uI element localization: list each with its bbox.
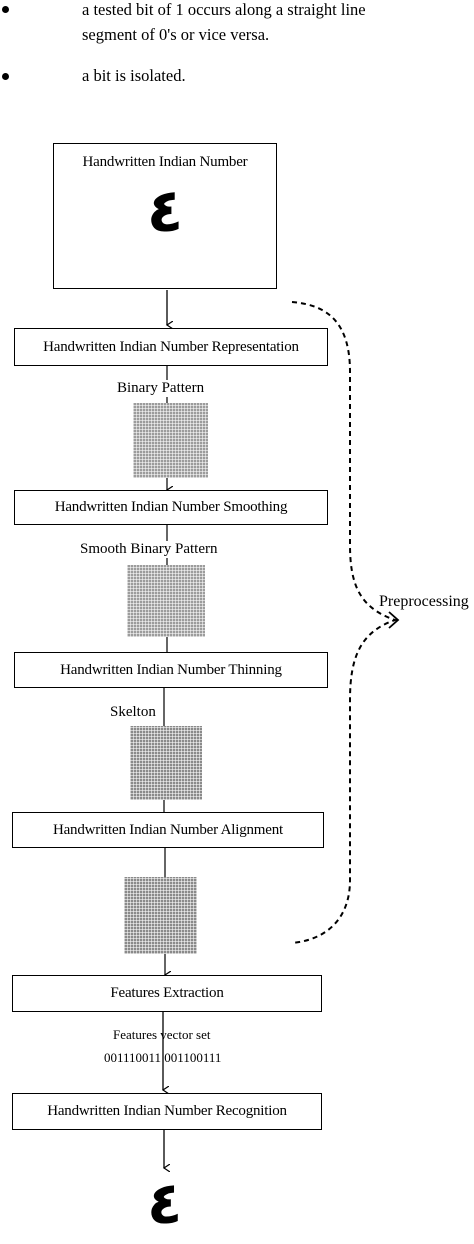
preprocessing-brace — [291, 301, 399, 944]
output-recognized-digit-glyph: ٤ — [147, 1169, 183, 1237]
bullet-2-line-1: a bit is isolated. — [82, 66, 186, 85]
aligned-pattern-image — [124, 877, 197, 954]
step-smoothing: Handwritten Indian Number Smoothing — [14, 490, 328, 525]
label-features-vector-set: Features vector set — [113, 1027, 211, 1042]
step-representation: Handwritten Indian Number Representation — [14, 328, 328, 366]
input-box: Handwritten Indian Number ٤ — [53, 143, 277, 289]
preprocessing-label: Preprocessing — [379, 593, 469, 610]
bullet-1-line-2: segment of 0's or vice versa. — [82, 25, 270, 44]
label-smooth-binary-pattern: Smooth Binary Pattern — [80, 541, 218, 558]
bullet-1-dot — [2, 6, 9, 13]
skelton-image — [130, 726, 202, 800]
step-thinning: Handwritten Indian Number Thinning — [14, 652, 328, 688]
binary-pattern-image — [133, 403, 208, 478]
smooth-binary-pattern-image — [127, 565, 205, 637]
step-alignment: Handwritten Indian Number Alignment — [12, 812, 324, 848]
step-recognition: Handwritten Indian Number Recognition — [12, 1093, 322, 1130]
bullet-1-line-1: a tested bit of 1 occurs along a straigh… — [82, 0, 366, 19]
bullet-2-dot — [2, 73, 9, 80]
step-features-extraction: Features Extraction — [12, 975, 322, 1012]
input-handwritten-digit-glyph: ٤ — [146, 176, 184, 246]
label-skelton: Skelton — [110, 704, 156, 721]
input-box-title: Handwritten Indian Number — [82, 154, 248, 170]
preprocessing-brace-tip — [388, 611, 400, 629]
label-binary-pattern: Binary Pattern — [117, 380, 205, 397]
label-feature-bit-strings: 001110011 001100111 — [104, 1050, 222, 1065]
